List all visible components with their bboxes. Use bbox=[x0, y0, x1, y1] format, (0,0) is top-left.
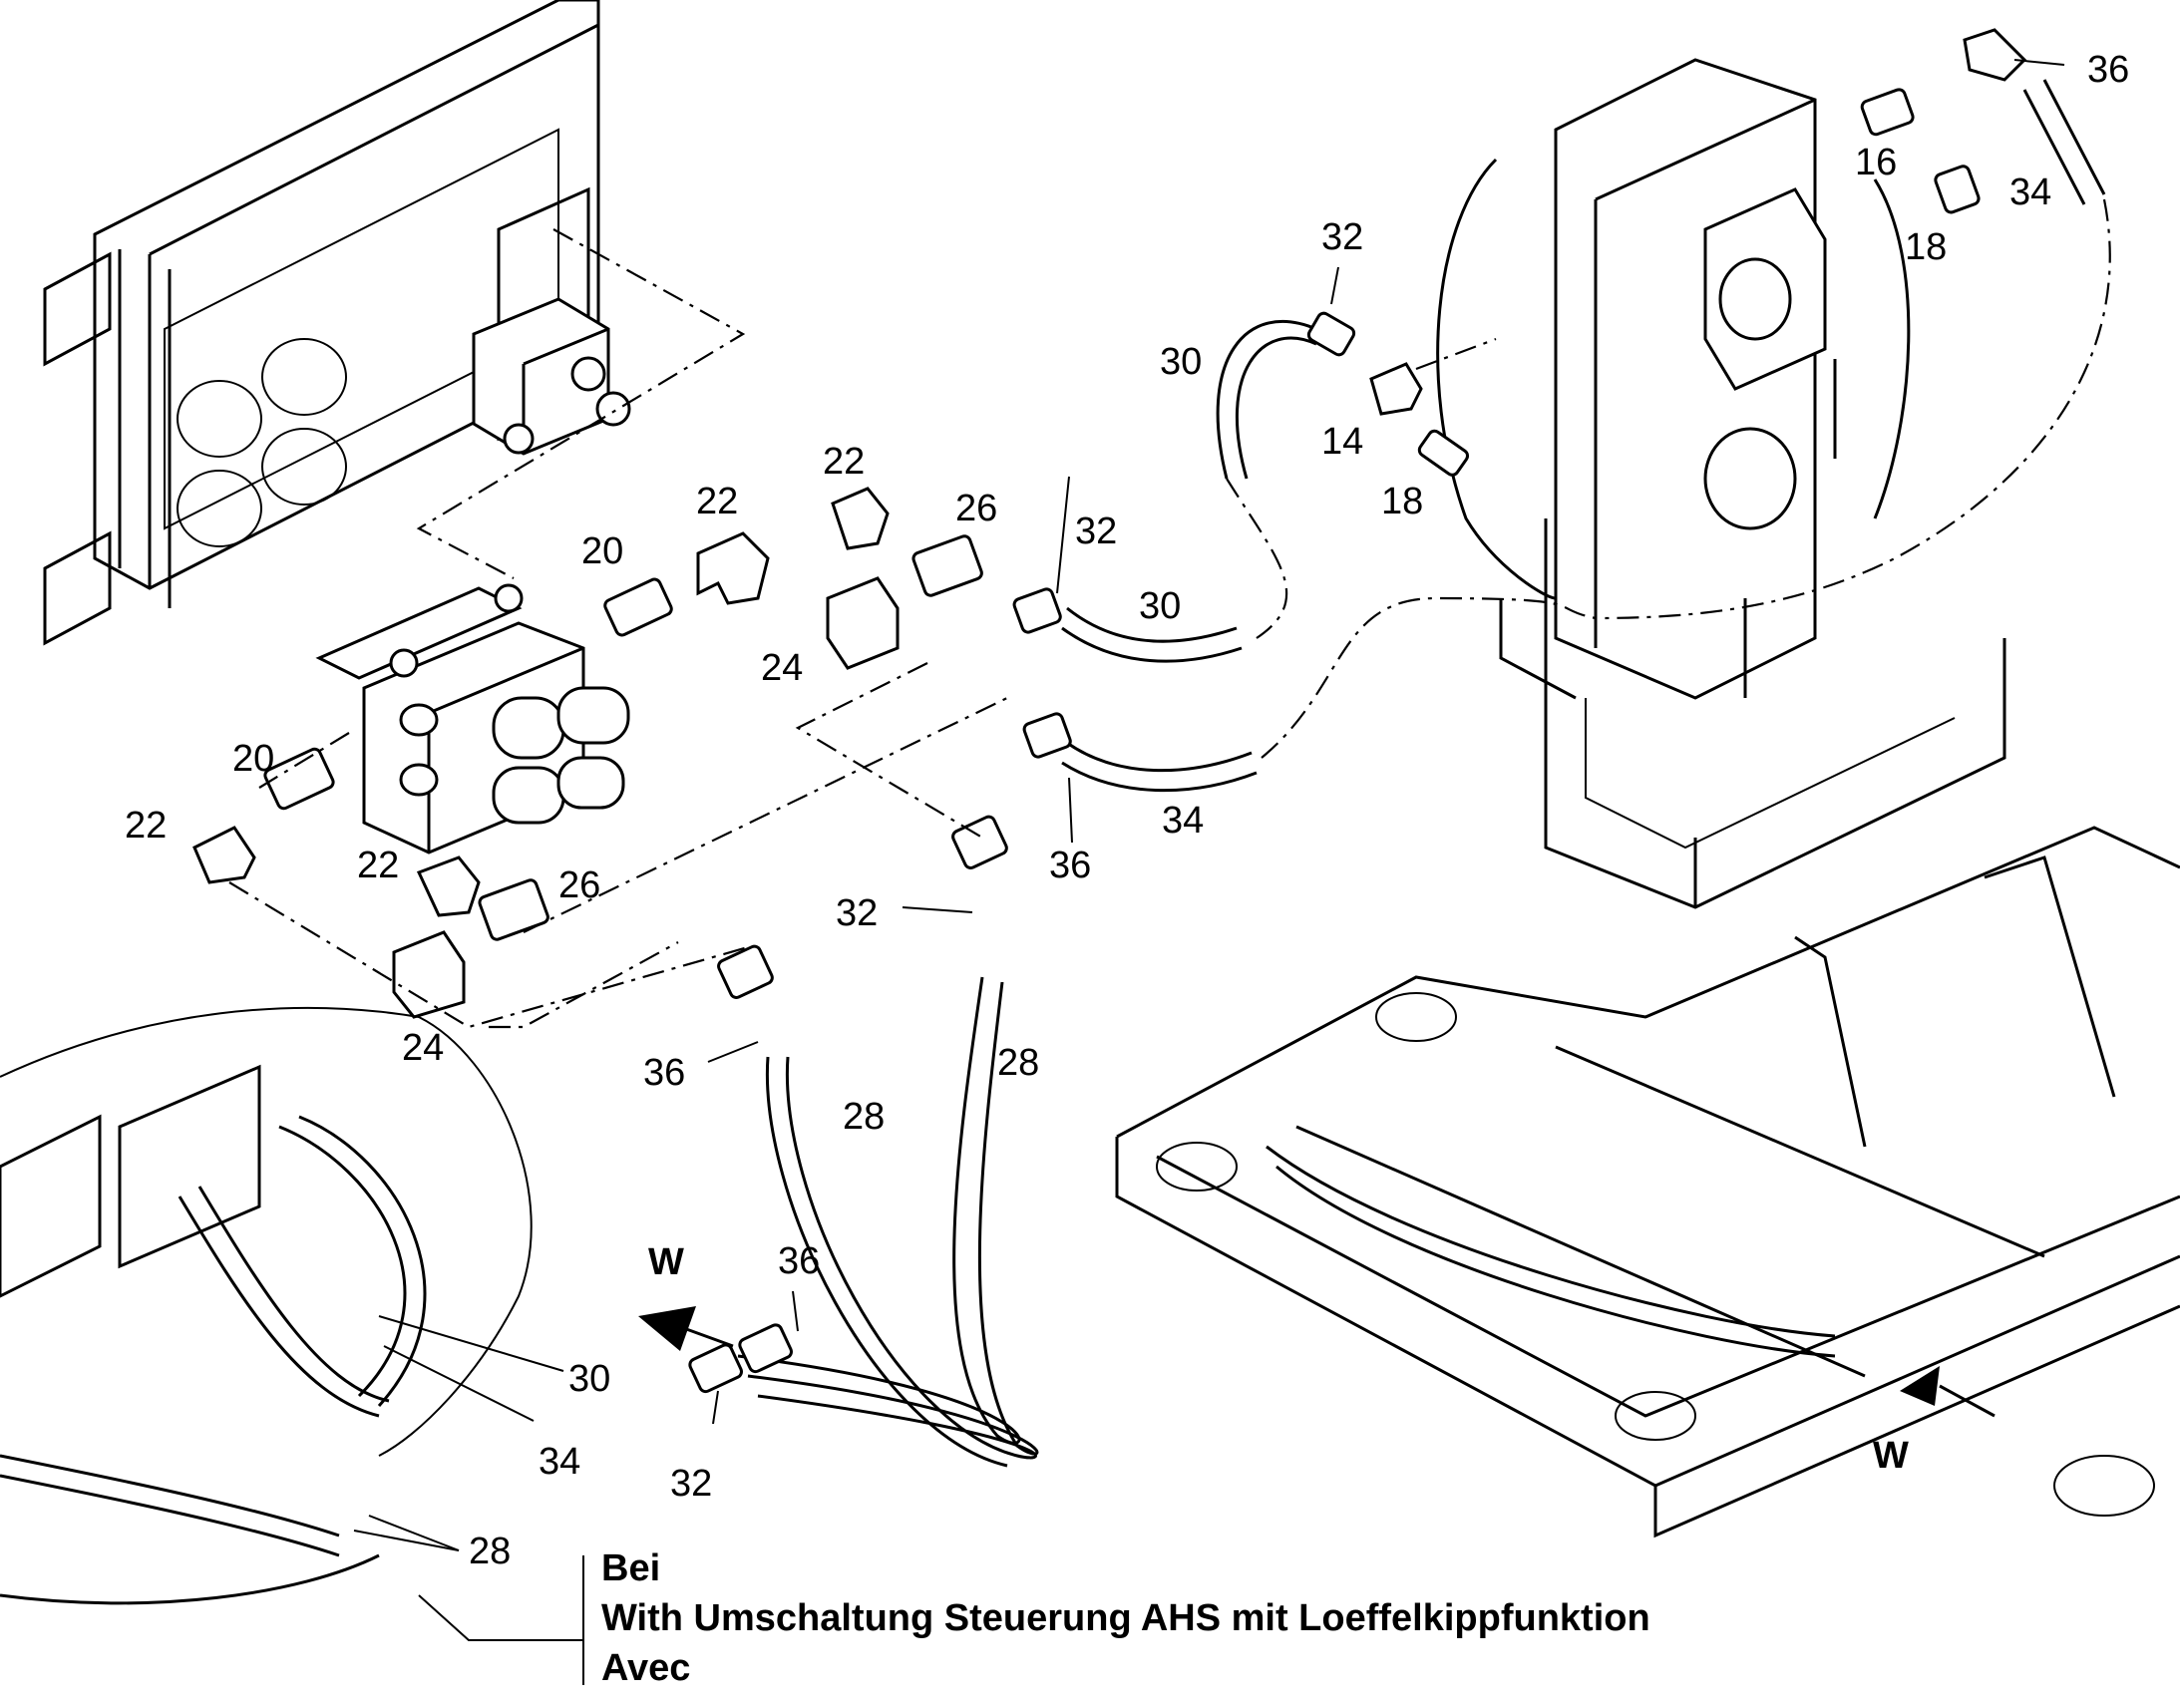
callout-22: 22 bbox=[125, 805, 167, 847]
callout-32: 32 bbox=[670, 1463, 712, 1505]
callout-32: 32 bbox=[1075, 511, 1117, 552]
callout-34: 34 bbox=[2009, 171, 2051, 213]
callout-26: 26 bbox=[558, 864, 600, 906]
callout-36: 36 bbox=[778, 1240, 820, 1282]
callout-28: 28 bbox=[843, 1096, 885, 1138]
view-label-w: W bbox=[648, 1241, 684, 1283]
callout-18: 18 bbox=[1905, 226, 1947, 268]
callout-16: 16 bbox=[1855, 142, 1897, 183]
callout-30: 30 bbox=[1139, 585, 1181, 627]
callout-14: 14 bbox=[1321, 421, 1363, 463]
caption-line-1: Bei bbox=[601, 1547, 660, 1589]
callout-20: 20 bbox=[232, 738, 274, 780]
callout-30: 30 bbox=[1160, 341, 1202, 383]
valve-block bbox=[315, 583, 630, 854]
upper-control-valve bbox=[472, 297, 631, 456]
callout-36: 36 bbox=[1049, 845, 1091, 886]
chassis-lower-right bbox=[1115, 826, 2180, 1538]
callout-34: 34 bbox=[539, 1441, 580, 1483]
connection-lines bbox=[228, 198, 2111, 1029]
callout-28: 28 bbox=[469, 1531, 511, 1572]
callout-30: 30 bbox=[568, 1358, 610, 1400]
callout-18: 18 bbox=[1381, 481, 1423, 522]
direction-arrow-right bbox=[1900, 1366, 1940, 1406]
hoses bbox=[737, 79, 2106, 1468]
callouts: 14 16 18 18 20 20 22 22 22 22 24 24 26 2… bbox=[125, 49, 2129, 1572]
callout-26: 26 bbox=[955, 488, 997, 529]
caption-block: Bei With Umschaltung Steuerung AHS mit L… bbox=[601, 1547, 1650, 1689]
callout-28: 28 bbox=[997, 1042, 1039, 1084]
callout-34: 34 bbox=[1162, 800, 1204, 842]
detail-view bbox=[0, 1006, 533, 1605]
callout-22: 22 bbox=[696, 481, 738, 522]
callout-32: 32 bbox=[836, 892, 878, 934]
callout-22: 22 bbox=[357, 845, 399, 886]
leader-lines bbox=[353, 59, 2065, 1685]
view-label-w: W bbox=[1873, 1435, 1909, 1477]
direction-arrow-left bbox=[638, 1306, 696, 1351]
caption-line-3: Avec bbox=[601, 1647, 690, 1689]
hose-fittings bbox=[688, 28, 2027, 1394]
callout-24: 24 bbox=[761, 647, 803, 689]
callout-36: 36 bbox=[643, 1052, 685, 1094]
machine-upper-right bbox=[1436, 58, 2006, 909]
callout-20: 20 bbox=[581, 530, 623, 572]
callout-32: 32 bbox=[1321, 216, 1363, 258]
callout-22: 22 bbox=[823, 441, 865, 483]
callout-24: 24 bbox=[402, 1027, 444, 1069]
fittings-group bbox=[192, 487, 983, 1019]
caption-line-2: With Umschaltung Steuerung AHS mit Loeff… bbox=[601, 1597, 1650, 1639]
callout-36: 36 bbox=[2087, 49, 2129, 91]
